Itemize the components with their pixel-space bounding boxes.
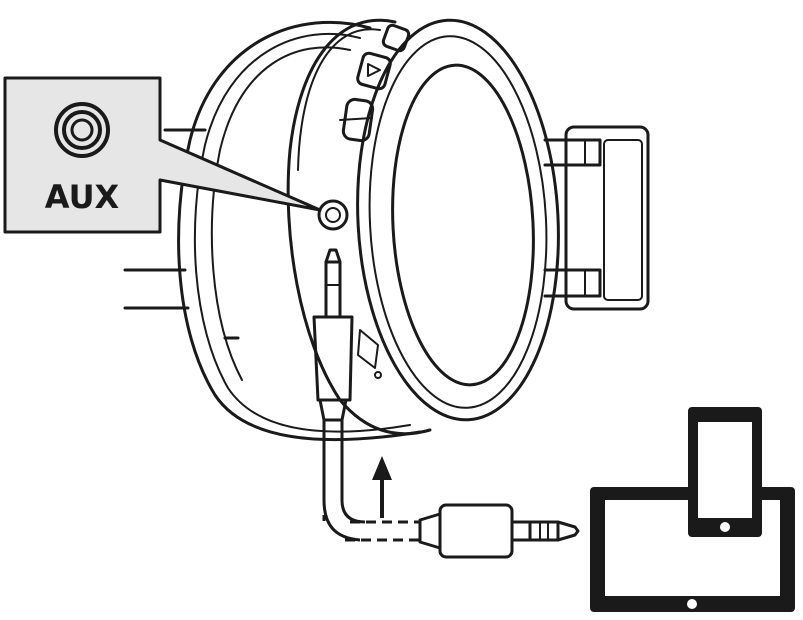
aux-callout: AUX (3, 76, 322, 234)
aux-port (317, 199, 349, 231)
audio-cable (312, 248, 580, 559)
headband-stubs (123, 128, 240, 340)
smartphone-icon (688, 407, 762, 537)
ear-cup-body (177, 18, 432, 442)
ear-pad (356, 18, 560, 422)
aux-label: AUX (45, 178, 120, 216)
headband-connector (543, 125, 650, 311)
side-controls (339, 23, 411, 379)
aux-jack-icon (54, 102, 110, 158)
insert-direction-arrow (372, 456, 392, 518)
